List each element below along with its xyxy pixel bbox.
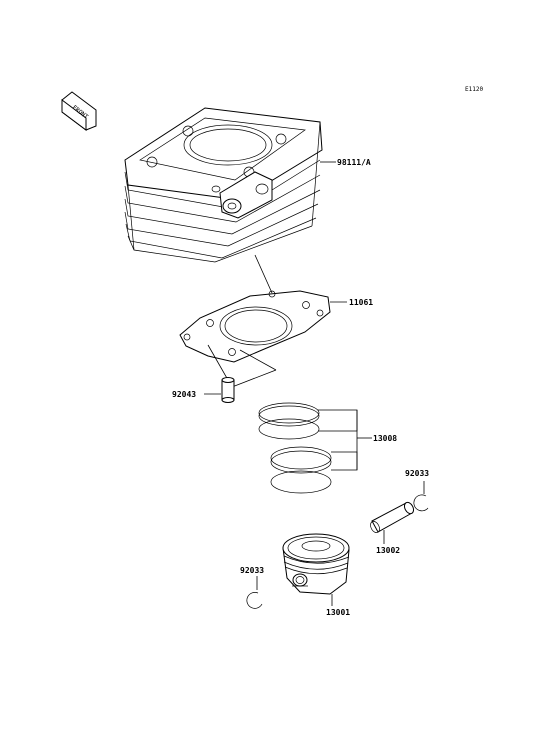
callout-piston-pin: 13002 xyxy=(376,546,400,555)
piston-part xyxy=(282,533,350,595)
callout-cylinder: 98111/A xyxy=(337,158,371,167)
callout-circlip-right: 92033 xyxy=(405,469,429,478)
front-arrow-icon: FRONT xyxy=(61,91,97,131)
callout-dowel-pin: 92043 xyxy=(172,390,196,399)
piston-pin-part xyxy=(370,501,415,533)
cylinder-gasket-part xyxy=(179,290,331,363)
callout-piston: 13001 xyxy=(326,608,350,617)
piston-rings-part xyxy=(258,402,332,494)
diagram-code: E1120 xyxy=(465,86,483,93)
circlip-left-part xyxy=(246,592,263,609)
circlip-right-part xyxy=(413,494,429,512)
callout-piston-rings: 13008 xyxy=(373,434,397,443)
cylinder-part xyxy=(124,107,323,263)
callout-circlip-left: 92033 xyxy=(240,566,264,575)
callout-gasket: 11061 xyxy=(349,298,373,307)
dowel-pin-part xyxy=(221,377,235,403)
